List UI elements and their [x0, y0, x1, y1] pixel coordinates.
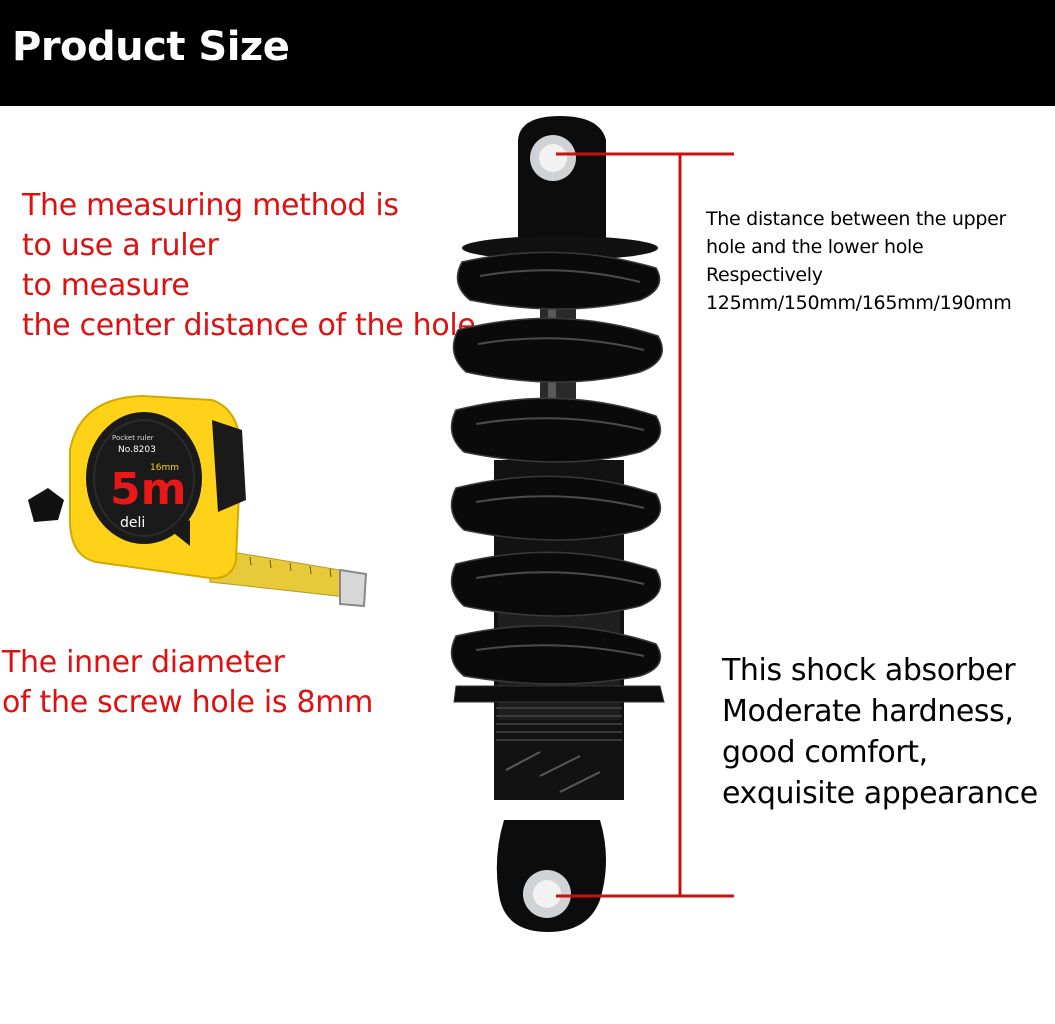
hole-distance-dimension-lines — [556, 152, 734, 898]
absorber-note-line: Moderate hardness, — [722, 694, 1014, 729]
page-title: Product Size — [12, 24, 290, 70]
header-bar: Product Size — [0, 0, 1055, 106]
distance-note-line: The distance between the upper — [706, 208, 1007, 230]
measuring-method-note: The measuring method is to use a ruler t… — [22, 186, 476, 346]
tape-measure-image: No.8203 5m 16mm deli Pocket ruler — [28, 394, 368, 608]
distance-note-line: Respectively — [706, 264, 823, 286]
tape-tagline: Pocket ruler — [112, 434, 154, 442]
absorber-features-note: This shock absorber Moderate hardness, g… — [722, 650, 1038, 814]
absorber-note-line: exquisite appearance — [722, 776, 1038, 811]
hole-distance-note: The distance between the upper hole and … — [706, 205, 1012, 317]
tape-size: 5m — [110, 464, 186, 515]
tape-width: 16mm — [150, 463, 179, 473]
screw-hole-note: The inner diameter of the screw hole is … — [2, 643, 373, 723]
tape-model: No.8203 — [118, 445, 156, 455]
distance-note-line: hole and the lower hole — [706, 236, 924, 258]
shock-model-label: 260 — [530, 800, 559, 816]
shock-absorber-image: 260 — [450, 116, 665, 932]
absorber-note-line: good comfort, — [722, 735, 928, 770]
screw-note-line: of the screw hole is 8mm — [2, 685, 374, 720]
measuring-note-line: to use a ruler — [22, 228, 219, 263]
measuring-note-line: The measuring method is — [22, 188, 399, 223]
measuring-note-line: to measure — [22, 268, 190, 303]
tape-brand: deli — [120, 515, 145, 531]
measuring-note-line: the center distance of the hole — [22, 308, 476, 343]
screw-note-line: The inner diameter — [2, 645, 285, 680]
absorber-note-line: This shock absorber — [722, 653, 1016, 688]
distance-note-line: 125mm/150mm/165mm/190mm — [706, 292, 1012, 314]
